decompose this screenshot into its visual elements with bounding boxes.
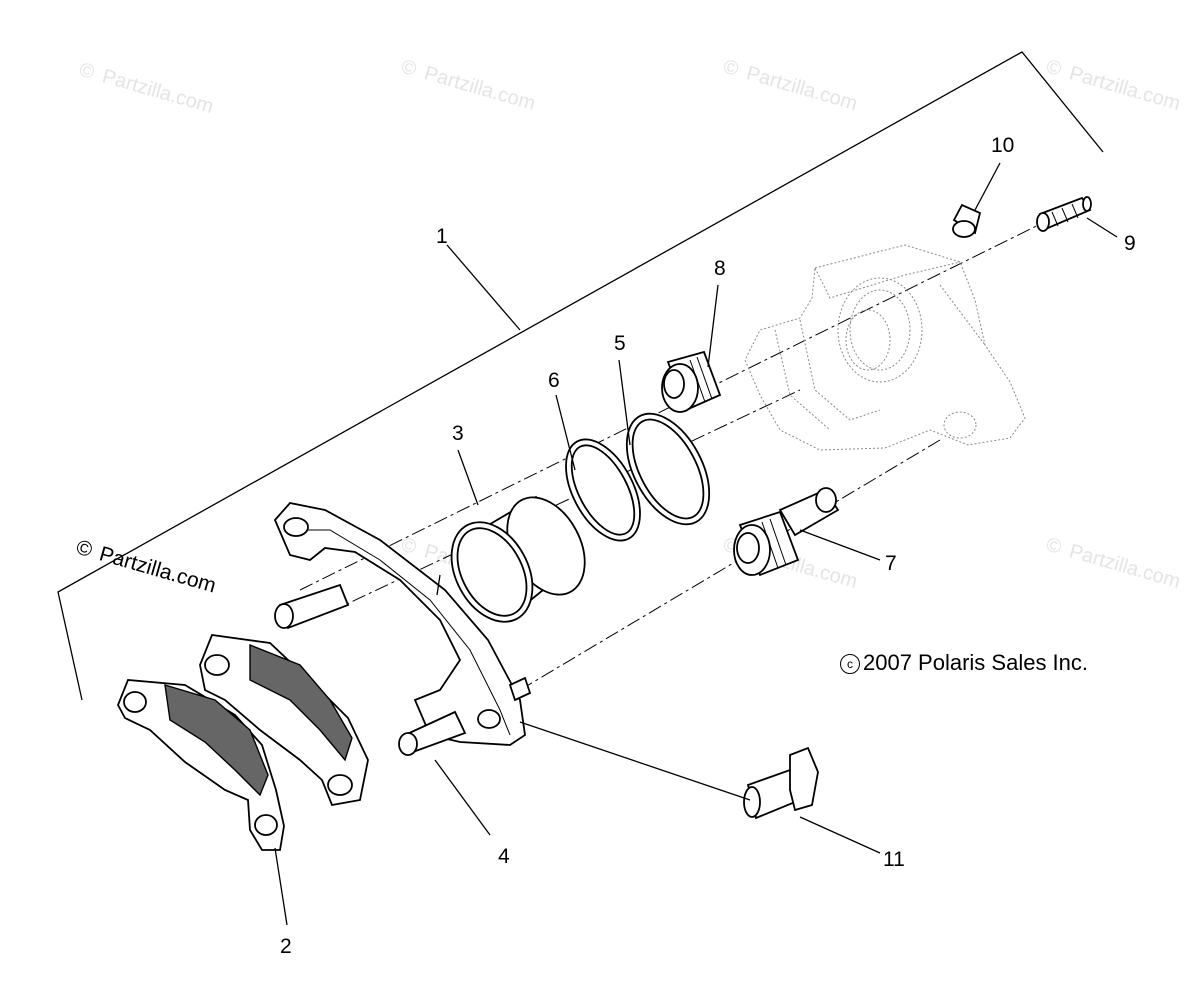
assembly-bracket [57, 51, 1104, 701]
bleeder-screw [1036, 196, 1092, 232]
svg-text:Partzilla.com: Partzilla.com [97, 542, 219, 597]
svg-text:Partzilla.com: Partzilla.com [1067, 62, 1183, 115]
watermark: © Partzilla.com [1044, 534, 1183, 593]
callout-9: 9 [1124, 232, 1136, 255]
callout-7: 7 [885, 552, 897, 575]
svg-text:Partzilla.com: Partzilla.com [100, 65, 216, 118]
callout-11: 11 [883, 848, 905, 871]
copyright-text: 2007 Polaris Sales Inc. [863, 650, 1089, 675]
pin-boot-upper [661, 350, 722, 413]
guide-pin-with-boot [733, 487, 840, 577]
callout-6: 6 [548, 369, 560, 392]
callout-3: 3 [452, 422, 464, 445]
watermark: © Partzilla.com [721, 56, 860, 115]
svg-text:©: © [399, 534, 419, 559]
brake-pad-outer [117, 679, 285, 851]
svg-text:Partzilla.com: Partzilla.com [422, 62, 538, 115]
seal-ring-outer [625, 412, 711, 526]
watermark: © Partzilla.com [1044, 56, 1183, 115]
piston [450, 495, 586, 623]
callout-5: 5 [614, 332, 626, 355]
watermark: © Partzilla.com [399, 56, 538, 115]
callout-10: 10 [991, 134, 1014, 157]
svg-text:©: © [1044, 534, 1064, 559]
callout-8: 8 [714, 257, 726, 280]
svg-text:Partzilla.com: Partzilla.com [1067, 540, 1183, 593]
svg-text:©: © [399, 56, 419, 81]
svg-text:©: © [1044, 56, 1064, 81]
callout-1: 1 [436, 225, 448, 248]
caliper-housing-outline [744, 244, 1026, 451]
bleeder-cap [952, 203, 982, 238]
callout-labels: 1 2 3 4 5 6 7 8 9 10 11 [280, 134, 1136, 958]
svg-text:©: © [77, 59, 97, 84]
svg-text:©: © [74, 536, 96, 563]
watermark-dark: © Partzilla.com [74, 536, 219, 598]
copyright-icon: c [840, 654, 860, 674]
pad-bracket [273, 502, 532, 756]
leader-lines [274, 162, 1118, 926]
watermark: © Partzilla.com [77, 59, 216, 118]
svg-text:Partzilla.com: Partzilla.com [744, 62, 860, 115]
svg-text:©: © [721, 56, 741, 81]
callout-2: 2 [280, 935, 292, 958]
callout-4: 4 [498, 845, 510, 868]
brake-pad-inner [199, 634, 369, 807]
mounting-bolt [743, 746, 819, 820]
seal-ring-inner [565, 438, 641, 542]
